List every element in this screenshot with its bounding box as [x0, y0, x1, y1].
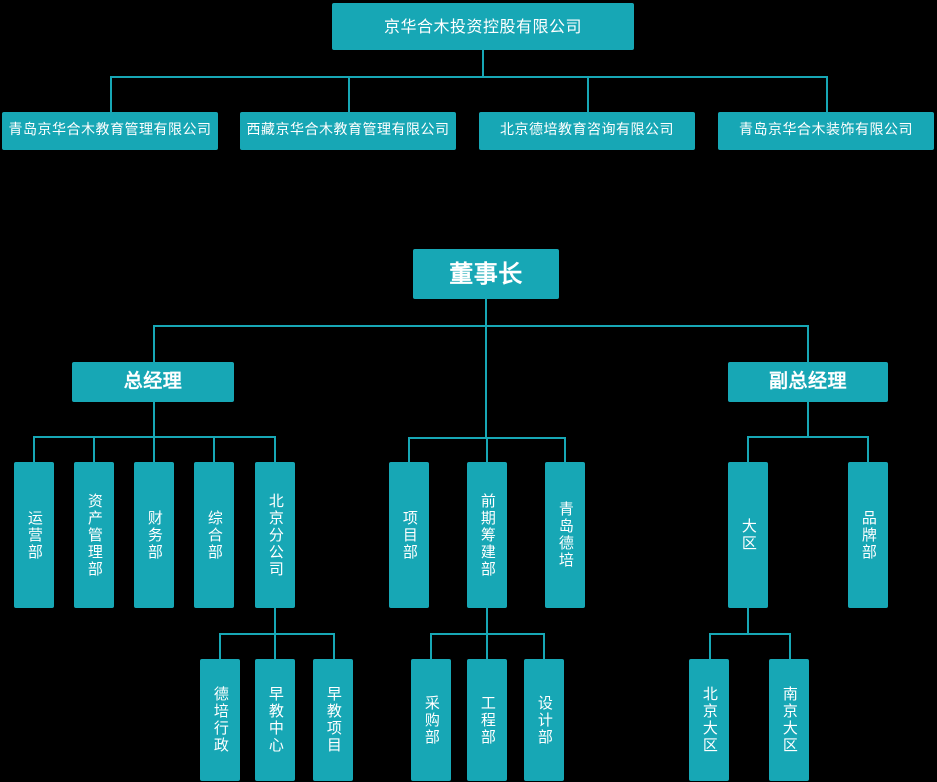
- node-subdept-beijing-region: 北京大区: [689, 659, 729, 781]
- connector-deputy-depts-bar: [747, 436, 868, 438]
- node-subdept-engineering: 工程部: [467, 659, 507, 781]
- connector-preliminary-child-3: [543, 633, 545, 659]
- connector-gm-dept-3: [153, 436, 155, 462]
- node-dept-project: 项目部: [389, 462, 429, 608]
- connector-middle-dept-2: [486, 437, 488, 462]
- connector-middle-stem: [485, 325, 487, 437]
- connector-top-child-2: [348, 76, 350, 112]
- connector-deputy-dept-2: [867, 436, 869, 462]
- node-chairman: 董事长: [413, 249, 559, 299]
- node-dept-operations: 运营部: [14, 462, 54, 608]
- node-subsidiary-2: 西藏京华合木教育管理有限公司: [240, 112, 456, 150]
- connector-top-child-3: [587, 76, 589, 112]
- node-top-root: 京华合木投资控股有限公司: [332, 3, 634, 50]
- node-subdept-design: 设计部: [524, 659, 564, 781]
- connector-to-deputy: [807, 325, 809, 362]
- connector-top-child-1: [110, 76, 112, 112]
- connector-beijing-down: [274, 608, 276, 633]
- node-dept-asset-management: 资产管理部: [74, 462, 114, 608]
- connector-beijing-child-2: [274, 633, 276, 659]
- connector-gm-dept-4: [213, 436, 215, 462]
- node-subdept-nanjing-region: 南京大区: [769, 659, 809, 781]
- connector-deputy-down: [807, 402, 809, 436]
- connector-managers-horizontal: [153, 325, 808, 327]
- node-dept-beijing-branch: 北京分公司: [255, 462, 295, 608]
- node-general-manager: 总经理: [72, 362, 234, 402]
- connector-preliminary-child-2: [486, 633, 488, 659]
- connector-gm-dept-2: [93, 436, 95, 462]
- node-subdept-depei-admin: 德培行政: [200, 659, 240, 781]
- node-dept-preliminary-construction: 前期筹建部: [467, 462, 507, 608]
- connector-deputy-dept-1: [747, 436, 749, 462]
- connector-gm-down: [153, 402, 155, 436]
- connector-region-child-1: [709, 633, 711, 659]
- connector-to-gm: [153, 325, 155, 362]
- connector-preliminary-child-1: [430, 633, 432, 659]
- connector-beijing-child-1: [219, 633, 221, 659]
- connector-top-root-down: [482, 50, 484, 76]
- connector-region-child-2: [789, 633, 791, 659]
- connector-preliminary-down: [486, 608, 488, 633]
- node-subdept-early-education-project: 早教项目: [313, 659, 353, 781]
- connector-chairman-down: [485, 299, 487, 325]
- connector-top-child-4: [826, 76, 828, 112]
- node-dept-region: 大区: [728, 462, 768, 608]
- node-dept-finance: 财务部: [134, 462, 174, 608]
- node-subdept-purchasing: 采购部: [411, 659, 451, 781]
- node-subsidiary-3: 北京德培教育咨询有限公司: [479, 112, 695, 150]
- connector-beijing-children-bar: [219, 633, 334, 635]
- node-subsidiary-1: 青岛京华合木教育管理有限公司: [2, 112, 218, 150]
- connector-middle-dept-3: [564, 437, 566, 462]
- node-dept-qingdao-depei: 青岛德培: [545, 462, 585, 608]
- connector-middle-dept-1: [408, 437, 410, 462]
- node-dept-general-affairs: 综合部: [194, 462, 234, 608]
- node-deputy-general-manager: 副总经理: [728, 362, 888, 402]
- connector-region-down: [747, 608, 749, 633]
- node-subsidiary-4: 青岛京华合木装饰有限公司: [718, 112, 934, 150]
- connector-top-horizontal: [110, 76, 826, 78]
- connector-region-children-bar: [709, 633, 790, 635]
- connector-beijing-child-3: [333, 633, 335, 659]
- node-subdept-early-education-center: 早教中心: [255, 659, 295, 781]
- connector-gm-dept-1: [33, 436, 35, 462]
- connector-gm-dept-5: [274, 436, 276, 462]
- node-dept-brand: 品牌部: [848, 462, 888, 608]
